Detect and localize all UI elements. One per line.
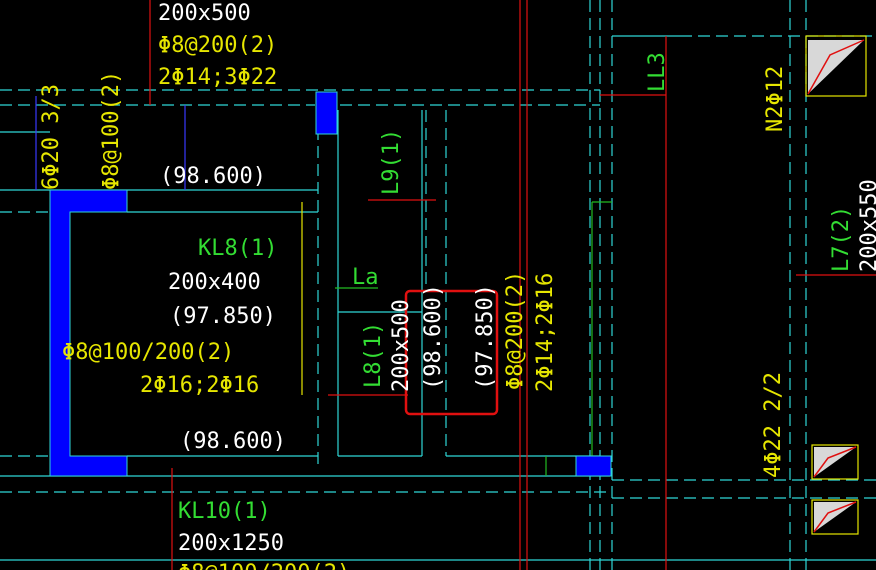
l8-beam-name: L8(1) (361, 322, 386, 388)
mid-beam-bars: 2Φ14;2Φ16 (533, 273, 558, 392)
axis-lines (149, 0, 876, 570)
la-label: La (352, 265, 379, 290)
top-beam-size: 200x500 (158, 1, 251, 26)
top-beam-bars: 2Φ14;3Φ22 (158, 65, 277, 90)
annotations-horizontal: 200x500 Φ8@200(2) 2Φ14;3Φ22 (98.600) KL8… (62, 1, 379, 570)
n2-side-bars: N2Φ12 (763, 66, 788, 132)
l7-beam-name: L7(2) (829, 206, 854, 272)
section-marker-icon (811, 499, 859, 535)
elevation-upper: (98.600) (160, 164, 266, 189)
highlighted-elevation-1: (98.600) (421, 284, 446, 390)
section-marker-icon (811, 444, 859, 480)
left-column-bars: 6Φ20 3/3 (39, 84, 64, 190)
elevation-lower: (98.600) (180, 429, 286, 454)
section-marker-icon (805, 35, 867, 97)
mid-beam-stirrup: Φ8@200(2) (503, 271, 528, 390)
kl8-beam-elevation: (97.850) (170, 304, 276, 329)
column-bottom (575, 455, 612, 477)
annotations-vertical: 6Φ20 3/3 Φ8@100(2) L9(1) L8(1) 200x500 (… (39, 52, 876, 478)
column-top (315, 91, 338, 135)
column-l-shape (49, 189, 128, 477)
kl8-beam-size: 200x400 (168, 270, 261, 295)
left-column-stirrup: Φ8@100(2) (99, 71, 124, 190)
kl8-beam-bars: 2Φ16;2Φ16 (140, 373, 259, 398)
misc-lines (35, 96, 612, 476)
concrete-columns (49, 91, 612, 477)
l7-beam-size: 200x550 (857, 179, 876, 272)
kl8-beam-stirrup: Φ8@100/200(2) (62, 340, 234, 365)
section-markers (805, 35, 867, 535)
top-beam-stirrup: Φ8@200(2) (158, 33, 277, 58)
highlighted-elevation-2: (97.850) (473, 284, 498, 390)
kl8-beam-name: KL8(1) (198, 236, 277, 261)
ll3-beam-name: LL3 (645, 52, 670, 92)
l9-beam-name: L9(1) (379, 129, 404, 195)
highlight-selection-box[interactable] (404, 289, 499, 416)
l8-beam-size: 200x500 (389, 299, 414, 392)
kl10-beam-size: 200x1250 (178, 531, 284, 556)
right-beam-bars: 4Φ22 2/2 (761, 372, 786, 478)
kl10-beam-name: KL10(1) (178, 499, 271, 524)
kl10-beam-stirrup: Φ8@100/200(2) (178, 561, 350, 570)
